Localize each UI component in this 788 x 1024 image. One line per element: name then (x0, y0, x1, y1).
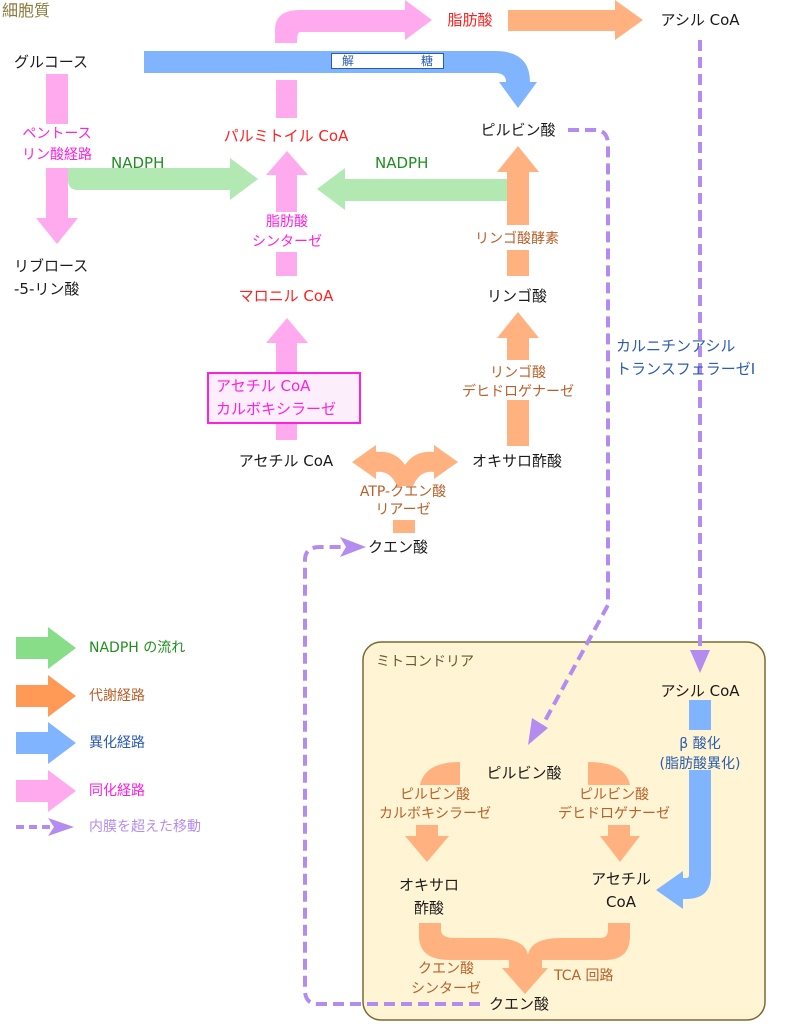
pentose-pathway-label-1: ペントース (22, 126, 92, 142)
legend-anabolic-label: 同化経路 (89, 783, 145, 799)
cpt1-label-1: カルニチンアシル (616, 337, 736, 355)
nadph-right-arrow (317, 168, 507, 210)
glucose-stem (46, 74, 68, 124)
pyruvate-dh-curve (588, 762, 630, 785)
beta-oxidation-label-2: (脂肪酸異化) (659, 756, 741, 772)
fatty-acid-synthase-label-1: 脂肪酸 (266, 214, 308, 230)
mitochondria-label: ミトコンドリア (376, 654, 474, 670)
ribulose-label-2: -5-リン酸 (14, 280, 80, 298)
palmitoyl-to-fatty-acid-arrow (275, 0, 432, 43)
cpt1-label-2: トランスフェラーゼⅠ (616, 360, 756, 378)
legend-transport-label: 内膜を超えた移動 (89, 819, 201, 835)
tca-cycle-label: TCA 回路 (554, 968, 614, 984)
malate-dh-label-1: リンゴ酸 (490, 365, 546, 381)
citrate-cyto-label: クエン酸 (368, 538, 429, 556)
malonyl-coa-label: マロニル CoA (238, 287, 334, 305)
beta-oxidation-arrow (656, 770, 711, 909)
palmitoyl-stem (276, 80, 297, 118)
atp-citrate-lyase-arrow (352, 445, 458, 486)
citrate-transport-path (303, 545, 480, 1006)
beta-oxidation-label-1: β 酸化 (679, 736, 721, 752)
glycolysis-label: 解 糖 (331, 53, 444, 69)
acetyl-coa-mito-label-2: CoA (606, 893, 636, 911)
acetyl-coa-mito-label-1: アセチル (591, 870, 651, 888)
pyruvate-mito-label: ピルビン酸 (486, 764, 562, 782)
pyruvate-cyto-label: ピルビン酸 (480, 121, 556, 139)
legend-anabolic-arrow (16, 770, 76, 812)
pyruvate-carboxylase-label-2: カルボキシラーゼ (379, 806, 491, 822)
pyruvate-dh-label-1: ピルビン酸 (579, 787, 649, 803)
pyruvate-carboxylase-curve (420, 762, 460, 785)
acyl-coa-transport-arrowhead (690, 650, 710, 673)
citrate-transport-arrowhead (340, 537, 366, 557)
pentose-pathway-label-2: リン酸経路 (22, 147, 92, 163)
acc-label-2: カルボキシラーゼ (216, 400, 337, 418)
legend-nadph-label: NADPH の流れ (89, 640, 186, 656)
legend-nadph-arrow (16, 627, 76, 669)
legend-catabolic-arrow (16, 722, 76, 764)
malate-label: リンゴ酸 (486, 287, 548, 305)
atp-citrate-lyase-label-2: リアーゼ (375, 502, 431, 518)
pyruvate-dh-arrow (600, 825, 640, 862)
ribulose-label-1: リブロース (14, 257, 89, 275)
legend-metabolic-arrow (16, 675, 76, 717)
malate-dh-arrow (497, 312, 539, 360)
oxaloacetate-mito-label-2: 酢酸 (413, 899, 445, 917)
acyl-coa-mito-label: アシル CoA (660, 682, 740, 700)
fatty-acid-to-acyl-coa-arrow (508, 0, 643, 40)
legend-catabolic-label: 異化経路 (89, 735, 145, 751)
citrate-stem (393, 520, 415, 533)
palmitoyl-coa-label: パルミトイル CoA (223, 127, 349, 145)
pyruvate-dh-label-2: デヒドロゲナーゼ (558, 806, 670, 822)
cytoplasm-label: 細胞質 (2, 1, 51, 20)
citrate-synthase-label-1: クエン酸 (418, 961, 474, 977)
fatty-acid-synthase-label-2: シンターゼ (252, 234, 322, 250)
malate-dh-label-2: デヒドロゲナーゼ (462, 384, 574, 400)
acc-label-1: アセチル CoA (216, 377, 311, 395)
acyl-coa-stem (689, 700, 711, 730)
malic-enzyme-arrow (497, 146, 539, 225)
pentose-pathway-arrow (36, 168, 78, 244)
pyruvate-carboxylase-label-1: ピルビン酸 (400, 787, 470, 803)
malate-stem (507, 250, 529, 276)
citrate-synthase-arrow (419, 923, 630, 994)
oxaloacetate-cyto-label: オキサロ酢酸 (471, 452, 563, 470)
atp-citrate-lyase-label-1: ATP-クエン酸 (359, 484, 447, 500)
nadph-left-label: NADPH (111, 154, 165, 172)
glycolysis-char-2: 糖 (420, 54, 433, 68)
nadph-right-label: NADPH (375, 154, 429, 172)
acetyl-coa-cyto-label: アセチル CoA (238, 452, 334, 470)
citrate-synthase-label-2: シンターゼ (411, 981, 481, 997)
nadph-left-arrow (68, 158, 258, 200)
malic-enzyme-label: リンゴ酸酵素 (475, 231, 559, 247)
oxaloacetate-mito-label-1: オキサロ (398, 876, 460, 894)
mitochondria-region (362, 641, 766, 1021)
pyruvate-transport-path (538, 128, 610, 731)
fatty-acid-synthase-arrow (266, 151, 308, 212)
citrate-mito-label: クエン酸 (489, 995, 550, 1013)
acyl-coa-cyto-label: アシル CoA (660, 11, 740, 29)
pyruvate-transport-arrowhead (528, 718, 548, 745)
pyruvate-carboxylase-arrow (405, 825, 449, 862)
malonyl-stem (276, 252, 297, 276)
glycolysis-char-1: 解 (342, 54, 355, 68)
legend-metabolic-label: 代謝経路 (89, 688, 145, 704)
oxaloacetate-stem (507, 400, 529, 446)
fatty-acid-label: 脂肪酸 (447, 11, 493, 29)
legend-transport-arrowhead (48, 818, 74, 836)
acc-enzyme-box (207, 372, 361, 424)
glucose-label: グルコース (14, 53, 88, 71)
